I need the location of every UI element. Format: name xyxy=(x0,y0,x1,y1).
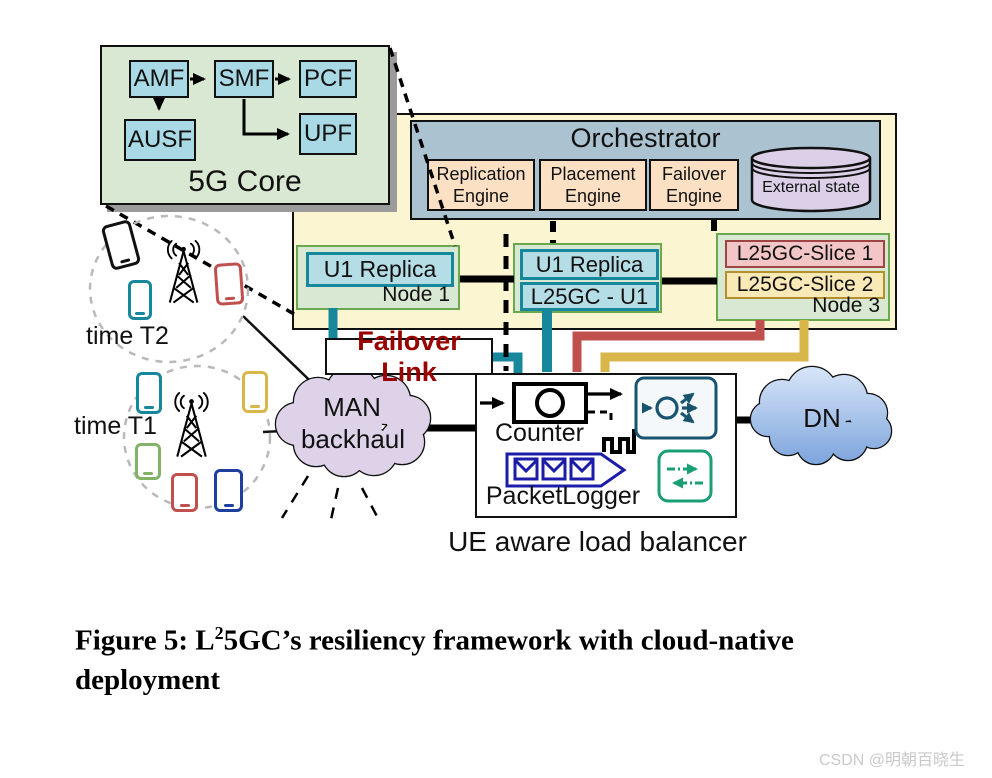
phone-icon xyxy=(242,371,268,413)
exchange-icon xyxy=(657,449,713,503)
nf-upf-box: UPF xyxy=(299,113,357,155)
nf-ausf-box: AUSF xyxy=(124,119,196,161)
distribution-icon xyxy=(634,376,718,440)
external-state-label: External state xyxy=(762,179,860,196)
nf-ausf-label: AUSF xyxy=(127,126,192,153)
nf-pcf-label: PCF xyxy=(304,65,352,92)
load-balancer-title: UE aware load balancer xyxy=(448,526,747,557)
dn-cloud-label: DN xyxy=(803,403,841,433)
node2-box: U1 Replica L25GC - U1 xyxy=(513,243,662,313)
caption-part1: Figure 5: L xyxy=(75,624,215,657)
counter-icon xyxy=(480,382,623,424)
orchestrator-title: Orchestrator xyxy=(570,123,721,153)
nf-amf-label: AMF xyxy=(133,65,185,92)
core5g-box: AMF SMF PCF AUSF UPF 5G Core xyxy=(100,45,390,205)
nf-smf-label: SMF xyxy=(218,65,270,92)
cell-tower-icon-t1 xyxy=(174,391,209,458)
placement-engine-label: Placement Engine xyxy=(550,163,636,207)
core5g-title: 5G Core xyxy=(188,165,302,198)
node3-slice2-label: L25GC-Slice 2 xyxy=(736,273,874,296)
database-icon xyxy=(750,146,872,213)
orchestrator-box: Orchestrator Replication Engine Placemen… xyxy=(410,120,881,220)
node3-slice1-box: L25GC-Slice 1 xyxy=(725,240,885,268)
replication-engine-box: Replication Engine xyxy=(427,159,535,211)
failover-link-text: Failover Link xyxy=(357,325,461,387)
phone-icon xyxy=(100,218,142,272)
external-state-database: External state xyxy=(746,146,876,216)
phone-icon xyxy=(214,469,243,512)
node1-replica-label: U1 Replica xyxy=(323,256,437,282)
node2-replica-label: U1 Replica xyxy=(535,251,644,277)
nf-upf-label: UPF xyxy=(304,120,352,147)
node3-slice1-label: L25GC-Slice 1 xyxy=(736,242,874,265)
node3-slice2-box: L25GC-Slice 2 xyxy=(725,271,885,299)
packet-logger-icon xyxy=(505,452,627,488)
nf-pcf-box: PCF xyxy=(299,60,357,98)
node3-label: Node 3 xyxy=(812,294,880,317)
nf-smf-box: SMF xyxy=(214,60,274,98)
cell-tower-icon-t2 xyxy=(166,239,201,304)
watermark: CSDN @明朝百晓生 xyxy=(818,752,965,769)
nf-amf-box: AMF xyxy=(129,60,189,98)
man-cloud-label-line2: backhaul xyxy=(300,424,406,454)
failover-link-label: Failover Link xyxy=(325,326,493,387)
node2-primary-label: L25GC - U1 xyxy=(530,283,649,309)
counter-label: Counter xyxy=(495,419,584,447)
failover-engine-label: Failover Engine xyxy=(661,163,727,207)
node2-replica-box: U1 Replica xyxy=(520,249,659,280)
caption-part2: 5GC’s resiliency framework with cloud-na… xyxy=(75,624,794,696)
man-cloud-label-line1: MAN xyxy=(323,392,381,422)
replication-engine-label: Replication Engine xyxy=(436,163,526,207)
node1-box: U1 Replica Node 1 xyxy=(296,245,460,310)
phone-icon xyxy=(136,372,162,414)
time-t2-label: time T2 xyxy=(86,322,169,350)
node2-primary-box: L25GC - U1 xyxy=(520,282,659,311)
packet-logger-label: PacketLogger xyxy=(485,482,641,510)
phone-icon xyxy=(171,473,198,512)
node3-box: L25GC-Slice 1 L25GC-Slice 2 Node 3 xyxy=(716,233,890,321)
node1-replica-box: U1 Replica xyxy=(306,252,454,287)
node1-label: Node 1 xyxy=(382,283,450,306)
time-t1-label: time T1 xyxy=(74,412,157,440)
phone-icon xyxy=(128,280,152,320)
caption-superscript: 2 xyxy=(214,623,224,643)
load-balancer-box: Counter PacketLogger xyxy=(475,373,737,518)
phone-icon xyxy=(135,443,161,480)
figure-caption: Figure 5: L25GC’s resiliency framework w… xyxy=(75,614,937,700)
phone-icon xyxy=(213,262,245,306)
placement-engine-box: Placement Engine xyxy=(539,159,647,211)
man-cloud-dashes xyxy=(280,475,382,525)
failover-engine-box: Failover Engine xyxy=(649,159,739,211)
failover-link-line-b xyxy=(490,352,523,373)
signal-wave-icon xyxy=(602,429,636,454)
load-balancer-graphics xyxy=(480,376,718,503)
core5g-arrows xyxy=(153,73,291,140)
